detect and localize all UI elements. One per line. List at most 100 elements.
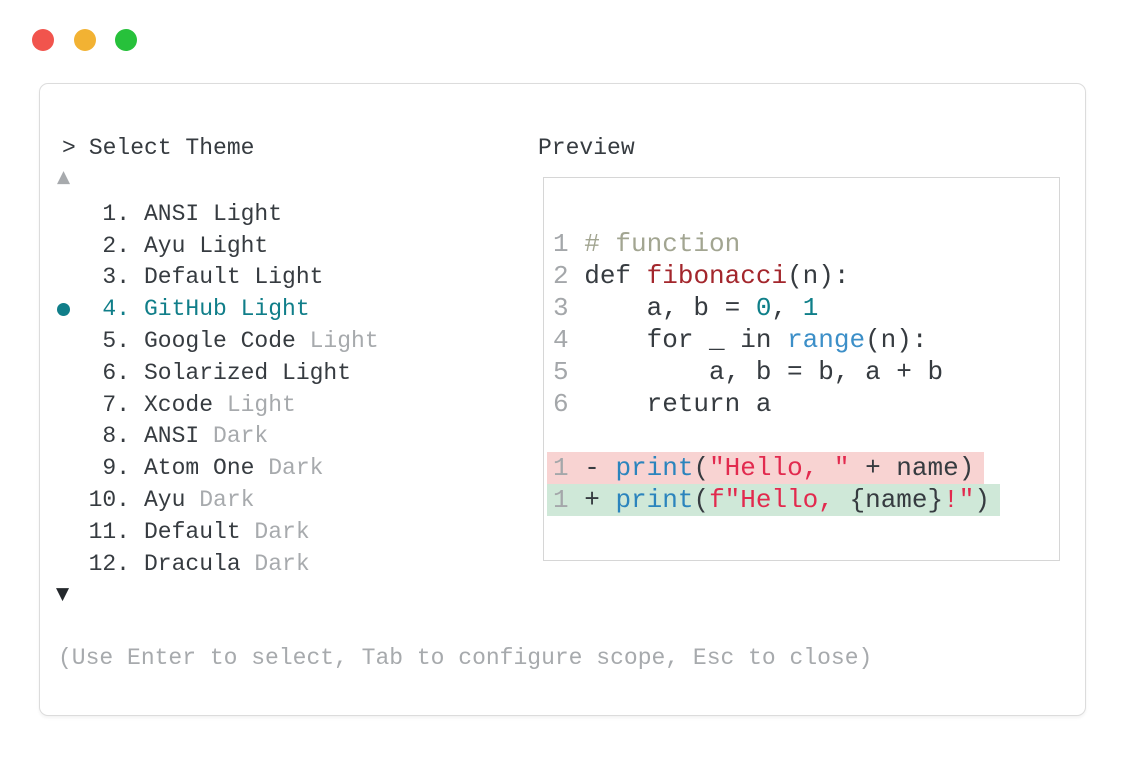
theme-item-variant: Dark xyxy=(240,518,310,545)
code-line: 4 for _ in range(n): xyxy=(553,324,928,356)
theme-list-item[interactable]: 9.Atom One Dark xyxy=(48,452,379,484)
code-line: 2 def fibonacci(n): xyxy=(553,260,850,292)
theme-item-name: GitHub Light xyxy=(144,296,310,323)
code-token: ) xyxy=(974,485,990,515)
theme-list-item[interactable]: 5. Google Code Light xyxy=(48,325,379,357)
code-line: 5 a, b = b, a + b xyxy=(553,356,943,388)
theme-list-item[interactable]: 6. Solarized Light xyxy=(48,357,379,389)
theme-list-item[interactable]: 2. Ayu Light xyxy=(48,230,379,262)
code-token: {name} xyxy=(849,485,944,515)
line-number: 1 xyxy=(553,453,569,483)
theme-item-number: 4. xyxy=(102,296,130,323)
theme-list-item[interactable]: 1. ANSI Light xyxy=(48,198,379,230)
select-theme-title: Select Theme xyxy=(88,135,255,161)
theme-item-name: Atom One xyxy=(144,455,255,482)
close-button[interactable] xyxy=(32,29,54,51)
code-token: 1 xyxy=(802,293,819,323)
bullet-placeholder xyxy=(48,357,72,389)
theme-list-item[interactable]: 11. Default Dark xyxy=(48,516,379,548)
code-token: fibonacci xyxy=(646,261,788,291)
theme-list-item[interactable]: 10. Ayu Dark xyxy=(48,484,379,516)
theme-item-number: 3. xyxy=(102,264,130,291)
code-token: (n): xyxy=(865,325,928,355)
line-number: 3 xyxy=(553,293,569,323)
code-token: (n): xyxy=(787,261,850,291)
code-token: return a xyxy=(584,389,772,419)
theme-item-number: 2. xyxy=(102,232,130,259)
theme-item-variant: Dark xyxy=(240,550,310,577)
theme-item-name: Xcode xyxy=(144,391,214,418)
selected-bullet-icon xyxy=(48,293,72,325)
theme-list-item[interactable]: 12. Dracula Dark xyxy=(48,548,379,580)
theme-list-item[interactable]: 4. GitHub Light xyxy=(48,293,379,325)
theme-item-number: 1. xyxy=(102,200,130,227)
theme-item-number: 12. xyxy=(88,550,130,577)
theme-item-name: ANSI xyxy=(144,423,200,450)
theme-item-number: 11. xyxy=(88,518,130,545)
code-token: a, b = xyxy=(584,293,756,323)
theme-item-variant: Dark xyxy=(199,423,269,450)
theme-item-name: Ayu xyxy=(144,487,186,514)
prompt-symbol: > xyxy=(62,135,76,161)
code-token: # function xyxy=(584,229,741,259)
preview-title: Preview xyxy=(538,135,635,161)
theme-item-variant: Dark xyxy=(185,487,255,514)
diff-added-line: 1 + print(f"Hello, {name}!") xyxy=(547,484,1000,516)
bullet-placeholder xyxy=(48,516,72,548)
code-token: + name) xyxy=(849,453,975,483)
line-number: 2 xyxy=(553,261,569,291)
theme-item-variant: Dark xyxy=(254,455,324,482)
theme-item-name: Solarized Light xyxy=(144,359,352,386)
bullet-placeholder xyxy=(48,548,72,580)
line-number: 6 xyxy=(553,389,569,419)
theme-item-name: Google Code xyxy=(144,328,296,355)
code-line: 6 return a xyxy=(553,388,771,420)
code-token: def xyxy=(584,261,647,291)
bullet-placeholder xyxy=(48,262,72,294)
code-line: 1 # function xyxy=(553,228,740,260)
theme-list-item[interactable]: 7.Xcode Light xyxy=(48,389,379,421)
bullet-placeholder xyxy=(48,452,72,484)
code-line: 3 a, b = 0, 1 xyxy=(553,292,818,324)
code-token: !" xyxy=(943,485,975,515)
theme-item-name: Default xyxy=(144,518,241,545)
theme-item-number: 8. xyxy=(102,423,130,450)
theme-item-number: 6. xyxy=(102,359,130,386)
code-token: f"Hello, xyxy=(709,485,850,515)
theme-item-variant: Light xyxy=(213,391,296,418)
theme-item-name: Default Light xyxy=(144,264,324,291)
code-token: ( xyxy=(693,485,710,515)
code-token: for _ in xyxy=(584,325,788,355)
bullet-placeholder xyxy=(48,230,72,262)
bullet-placeholder xyxy=(48,325,72,357)
theme-item-number: 10. xyxy=(88,487,130,514)
code-token: print xyxy=(615,453,694,483)
scroll-up-icon[interactable]: ▲ xyxy=(57,167,71,187)
diff-removed-line: 1 - print("Hello, " + name) xyxy=(547,452,985,484)
line-number: 1 xyxy=(553,485,569,515)
code-token: print xyxy=(615,485,694,515)
theme-item-name: ANSI Light xyxy=(144,200,283,227)
code-token: a, b = b, a + b xyxy=(584,357,944,387)
line-number: 5 xyxy=(553,357,569,387)
theme-item-variant: Light xyxy=(295,328,379,355)
code-token: 0 xyxy=(755,293,772,323)
bullet-placeholder xyxy=(48,389,72,421)
code-token: + xyxy=(584,485,616,515)
code-token: , xyxy=(771,293,803,323)
scroll-down-icon[interactable]: ▼ xyxy=(56,584,70,604)
theme-item-number: 5. xyxy=(102,328,130,355)
minimize-button[interactable] xyxy=(74,29,96,51)
theme-list-item[interactable]: 3. Default Light xyxy=(48,262,379,294)
line-number: 1 xyxy=(553,229,569,259)
bullet-placeholder xyxy=(48,484,72,516)
zoom-button[interactable] xyxy=(115,29,137,51)
code-token: "Hello, " xyxy=(709,453,850,483)
theme-item-name: Ayu Light xyxy=(144,232,269,259)
theme-list-item[interactable]: 8. ANSI Dark xyxy=(48,421,379,453)
help-text: (Use Enter to select, Tab to configure s… xyxy=(58,645,873,671)
bullet-placeholder xyxy=(48,198,72,230)
theme-item-name: Dracula xyxy=(144,550,241,577)
